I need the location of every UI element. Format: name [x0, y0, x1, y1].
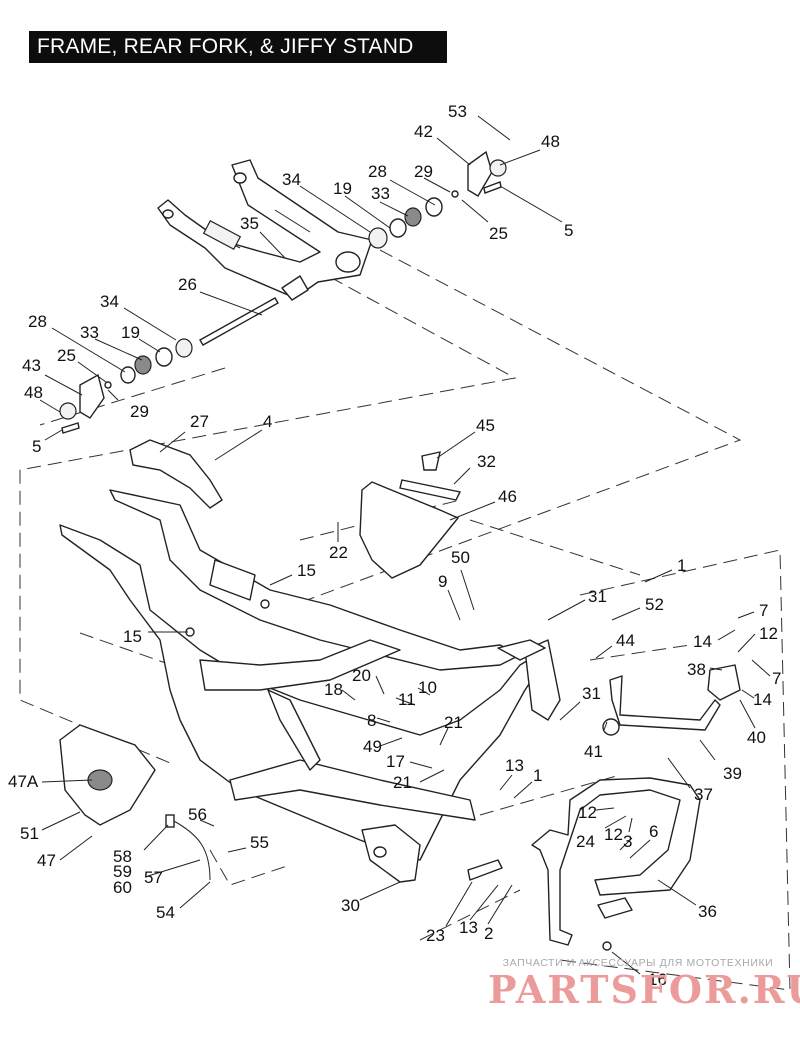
callout-29: 29 [414, 162, 433, 181]
main-frame [59, 489, 561, 883]
callout-44: 44 [616, 631, 635, 650]
callout-55: 55 [250, 833, 269, 852]
callout-5: 5 [564, 221, 573, 240]
callout-52: 52 [645, 595, 664, 614]
dashed-assembly-lines [19, 249, 791, 991]
callout-1: 1 [533, 766, 542, 785]
callout-20: 20 [352, 666, 371, 685]
callout-25: 25 [57, 346, 76, 365]
rear-fork-swingarm [157, 159, 373, 301]
callout-1: 1 [677, 556, 686, 575]
callout-23: 23 [426, 926, 445, 945]
callout-13: 13 [459, 918, 478, 937]
callout-11: 11 [398, 690, 416, 709]
callout-labels: 53 42 48 28 29 34 19 33 25 5 35 26 34 28… [8, 102, 781, 989]
callout-53: 53 [448, 102, 467, 121]
callout-32: 32 [477, 452, 496, 471]
callout-12: 12 [578, 803, 597, 822]
callout-14: 14 [753, 690, 772, 709]
callout-18: 18 [324, 680, 343, 699]
callout-9: 9 [438, 572, 447, 591]
callout-31: 31 [582, 684, 601, 703]
callout-10: 10 [418, 678, 437, 697]
callout-57: 57 [144, 868, 163, 887]
callout-26: 26 [178, 275, 197, 294]
callout-56: 56 [188, 805, 207, 824]
callout-40: 40 [747, 728, 766, 747]
callout-28: 28 [368, 162, 387, 181]
watermark-logo: PARTSFOR.RU [488, 967, 800, 1012]
wiring-harness [165, 814, 211, 881]
callout-37: 37 [694, 785, 713, 804]
callout-13: 13 [505, 756, 524, 775]
callout-15: 15 [123, 627, 142, 646]
callout-22: 22 [329, 543, 348, 562]
callout-12: 12 [759, 624, 778, 643]
callout-47A: 47A [8, 772, 39, 791]
callout-7: 7 [759, 601, 768, 620]
watermark-tagline: ЗАПЧАСТИ И АКСЕССУАРЫ ДЛЯ МОТОТЕХНИКИ [502, 957, 774, 969]
callout-36: 36 [698, 902, 717, 921]
right-bearing-stack [368, 150, 507, 249]
callout-60: 60 [113, 878, 132, 897]
callout-leaders [39, 115, 771, 975]
callout-50: 50 [451, 548, 470, 567]
callout-33: 33 [371, 184, 390, 203]
callout-24: 24 [576, 832, 595, 851]
callout-6: 6 [649, 822, 658, 841]
callout-31: 31 [588, 587, 607, 606]
callout-30: 30 [341, 896, 360, 915]
callout-7: 7 [772, 669, 781, 688]
callout-21: 21 [444, 713, 463, 732]
callout-42: 42 [414, 122, 433, 141]
callout-33: 33 [80, 323, 99, 342]
callout-8: 8 [367, 711, 376, 730]
callout-45: 45 [476, 416, 495, 435]
callout-41: 41 [584, 742, 603, 761]
callout-29: 29 [130, 402, 149, 421]
callout-5: 5 [32, 437, 41, 456]
callout-25: 25 [489, 224, 508, 243]
pivot-shaft [199, 297, 279, 346]
callout-21: 21 [393, 773, 412, 792]
callout-14: 14 [693, 632, 712, 651]
callout-2: 2 [484, 924, 493, 943]
callout-47: 47 [37, 851, 56, 870]
callout-16: 16 [648, 970, 667, 989]
diagram-title: FRAME, REAR FORK, & JIFFY STAND [29, 31, 447, 63]
callout-43: 43 [22, 356, 41, 375]
jiffy-stand-parts [467, 664, 741, 951]
left-bearing-stack [59, 338, 193, 434]
callout-4: 4 [263, 412, 272, 431]
callout-19: 19 [121, 323, 140, 342]
callout-39: 39 [723, 764, 742, 783]
callout-19: 19 [333, 179, 352, 198]
callout-54: 54 [156, 903, 175, 922]
callout-35: 35 [240, 214, 259, 233]
cover-parts [59, 439, 462, 826]
callout-28: 28 [28, 312, 47, 331]
callout-34: 34 [282, 170, 301, 189]
callout-17: 17 [386, 752, 405, 771]
callout-38: 38 [687, 660, 706, 679]
callout-34: 34 [100, 292, 119, 311]
callout-15: 15 [297, 561, 316, 580]
callout-58: 58 [113, 847, 132, 866]
callout-48: 48 [541, 132, 560, 151]
callout-51: 51 [20, 824, 39, 843]
callout-49: 49 [363, 737, 382, 756]
callout-12: 12 [604, 825, 623, 844]
watermark: ЗАПЧАСТИ И АКСЕССУАРЫ ДЛЯ МОТОТЕХНИКИ PA… [488, 957, 800, 1012]
callout-48: 48 [24, 383, 43, 402]
callout-27: 27 [190, 412, 209, 431]
callout-3: 3 [623, 832, 632, 851]
callout-46: 46 [498, 487, 517, 506]
callout-59: 59 [113, 862, 132, 881]
